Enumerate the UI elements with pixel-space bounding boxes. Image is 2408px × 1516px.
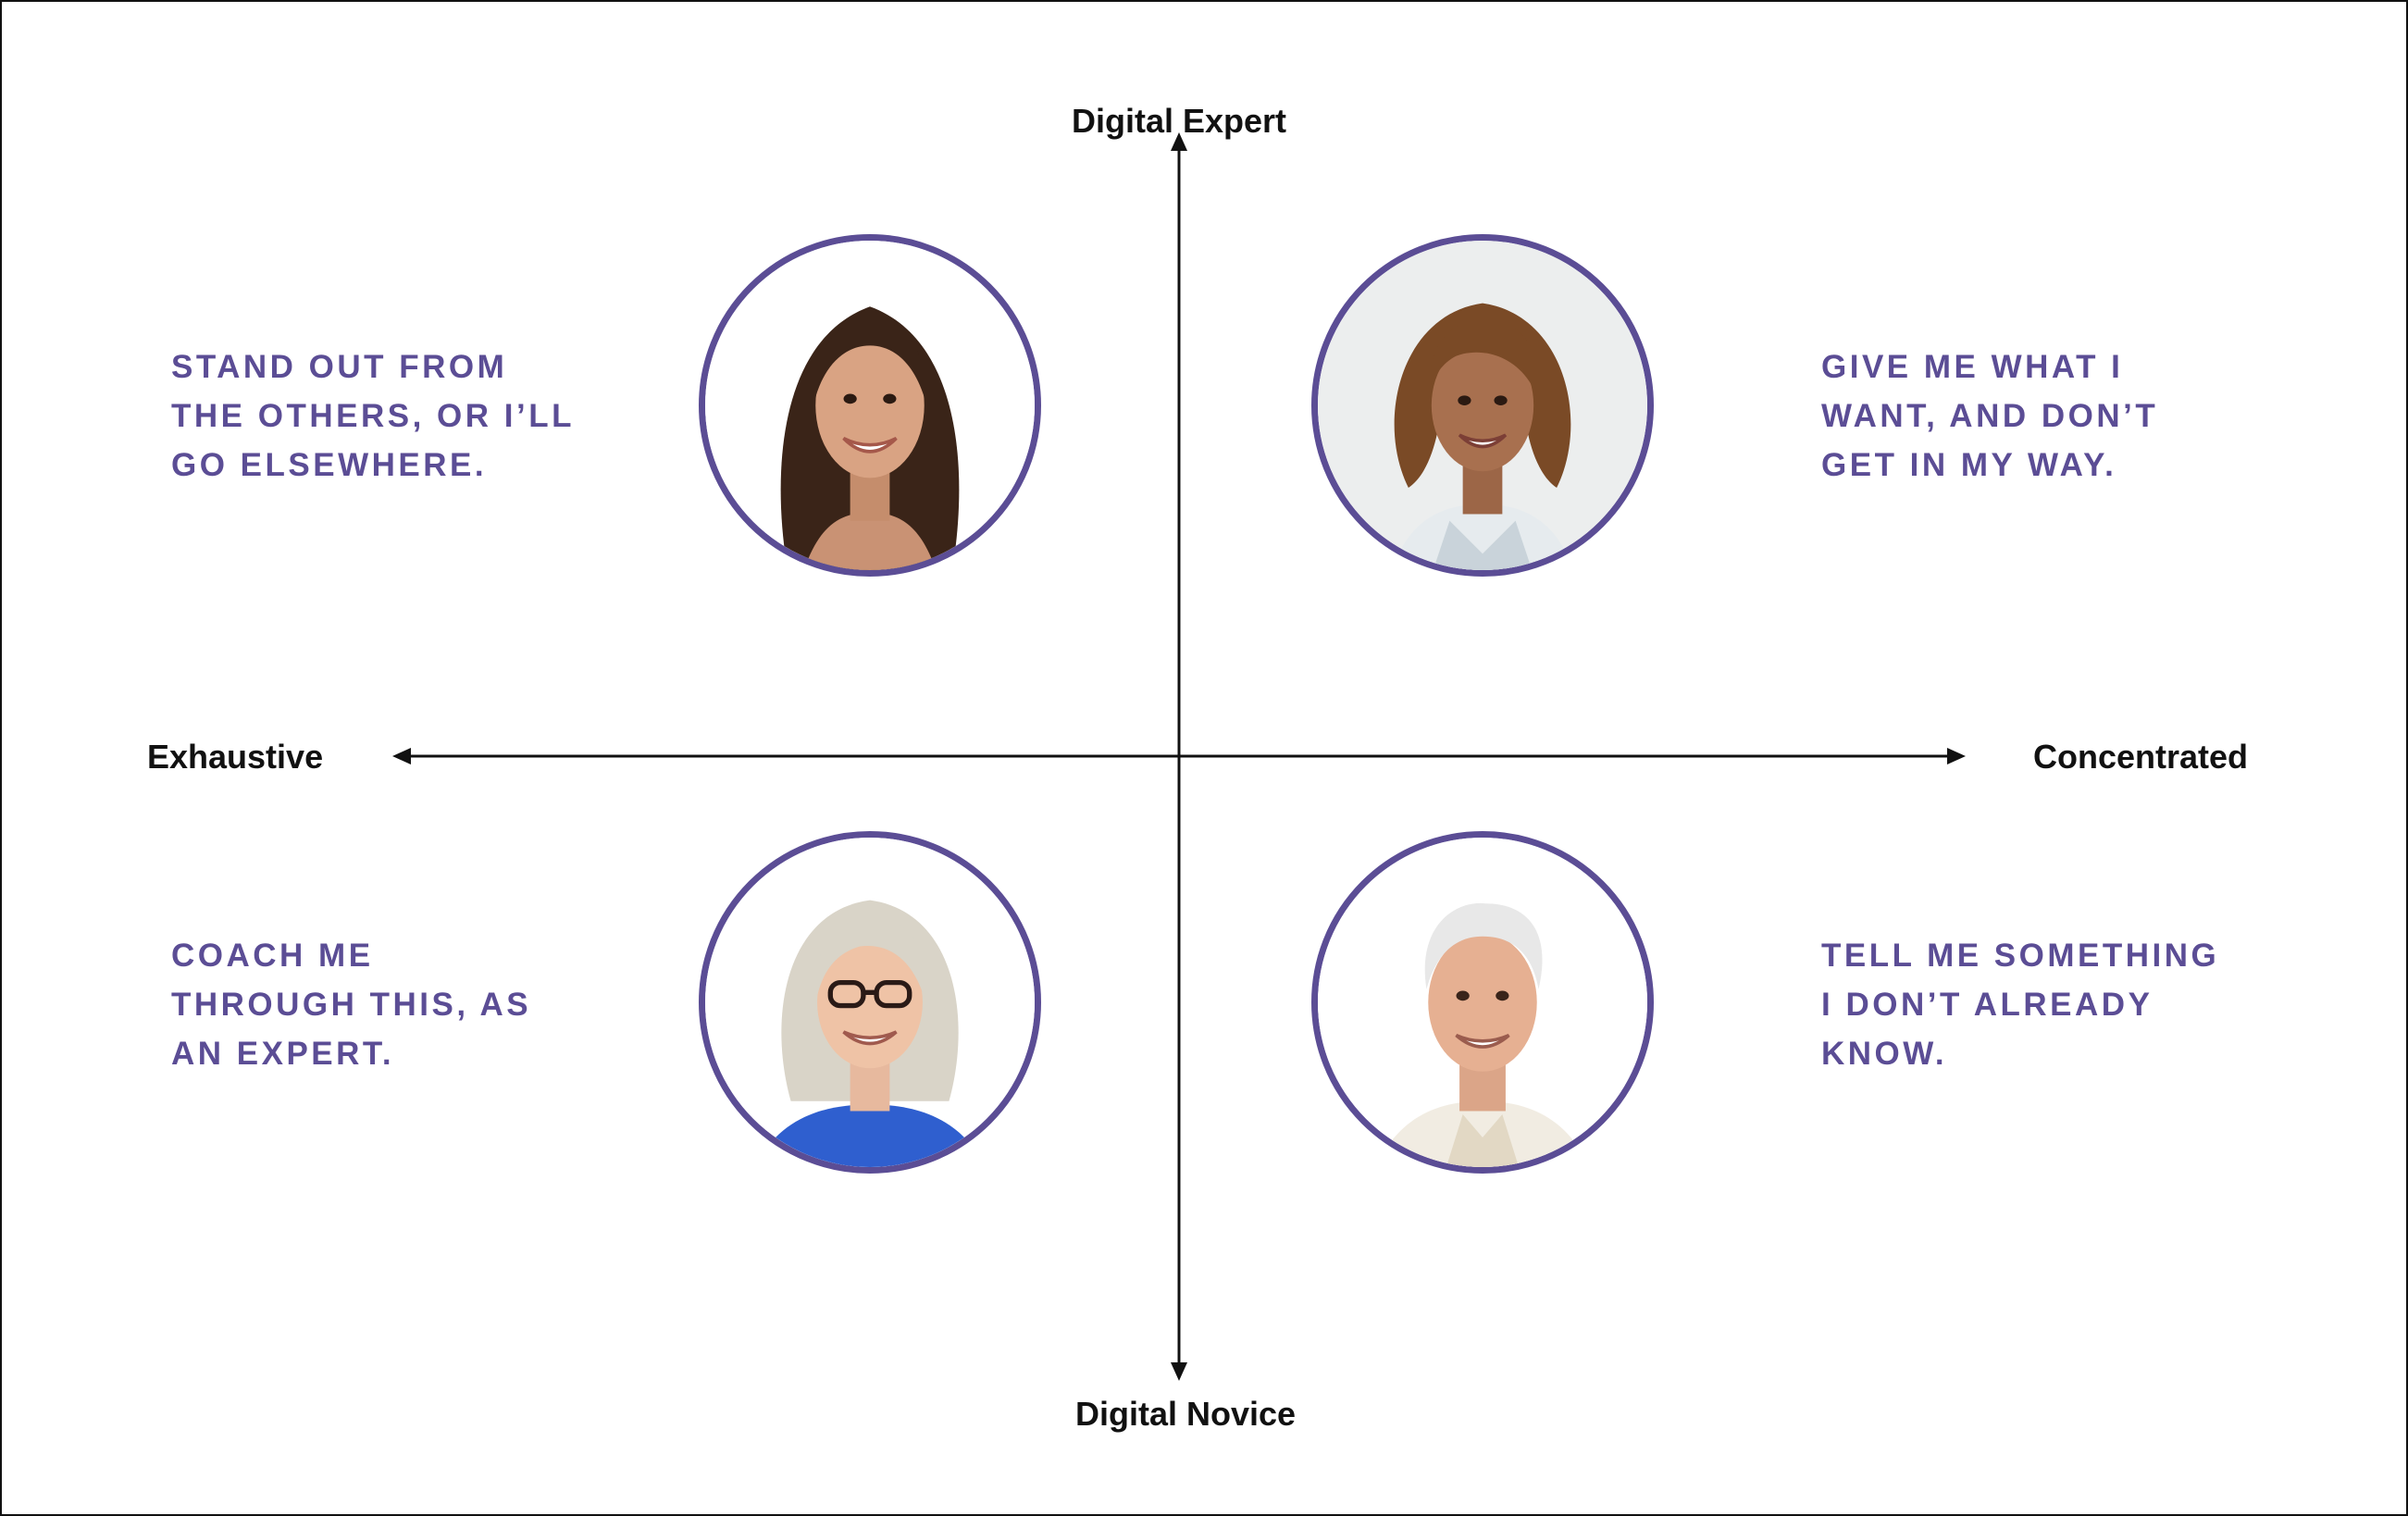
quote-line: KNOW. xyxy=(1821,1036,1948,1072)
quote-top-right: GIVE ME WHAT I WANT, AND DON’T GET IN MY… xyxy=(1821,342,2158,490)
quote-line: THE OTHERS, OR I’LL xyxy=(171,398,575,434)
axis-label-digital-novice: Digital Novice xyxy=(1074,1395,1297,1433)
persona-portrait-top-right xyxy=(1311,234,1654,577)
quote-line: GET IN MY WAY. xyxy=(1821,447,2117,483)
woman-brown-hair-portrait xyxy=(1318,241,1647,570)
woman-dark-hair-portrait xyxy=(705,241,1035,570)
quote-line: AN EXPERT. xyxy=(171,1036,395,1072)
axis-label-exhaustive: Exhaustive xyxy=(147,738,324,776)
quote-line: COACH ME xyxy=(171,938,374,974)
quote-line: WANT, AND DON’T xyxy=(1821,398,2159,434)
older-woman-glasses-portrait xyxy=(705,838,1035,1167)
quote-line: GIVE ME WHAT I xyxy=(1821,349,2124,385)
quote-line: GO ELSEWHERE. xyxy=(171,447,488,483)
arrow-up-icon xyxy=(1171,132,1187,151)
quote-bottom-left: COACH ME THROUGH THIS, AS AN EXPERT. xyxy=(171,931,531,1078)
persona-portrait-top-left xyxy=(699,234,1041,577)
arrow-down-icon xyxy=(1171,1362,1187,1381)
persona-portrait-bottom-left xyxy=(699,831,1041,1174)
quote-line: STAND OUT FROM xyxy=(171,349,508,385)
arrow-right-icon xyxy=(1947,748,1966,764)
arrow-left-icon xyxy=(392,748,411,764)
quote-line: TELL ME SOMETHING xyxy=(1821,938,2220,974)
older-man-white-hair-portrait xyxy=(1318,838,1647,1167)
axis-label-concentrated: Concentrated xyxy=(2033,738,2249,776)
quote-top-left: STAND OUT FROM THE OTHERS, OR I’LL GO EL… xyxy=(171,342,575,490)
quote-line: I DON’T ALREADY xyxy=(1821,987,2154,1023)
persona-portrait-bottom-right xyxy=(1311,831,1654,1174)
quote-line: THROUGH THIS, AS xyxy=(171,987,532,1023)
axis-label-digital-expert: Digital Expert xyxy=(1071,102,1287,140)
quote-bottom-right: TELL ME SOMETHING I DON’T ALREADY KNOW. xyxy=(1821,931,2219,1078)
